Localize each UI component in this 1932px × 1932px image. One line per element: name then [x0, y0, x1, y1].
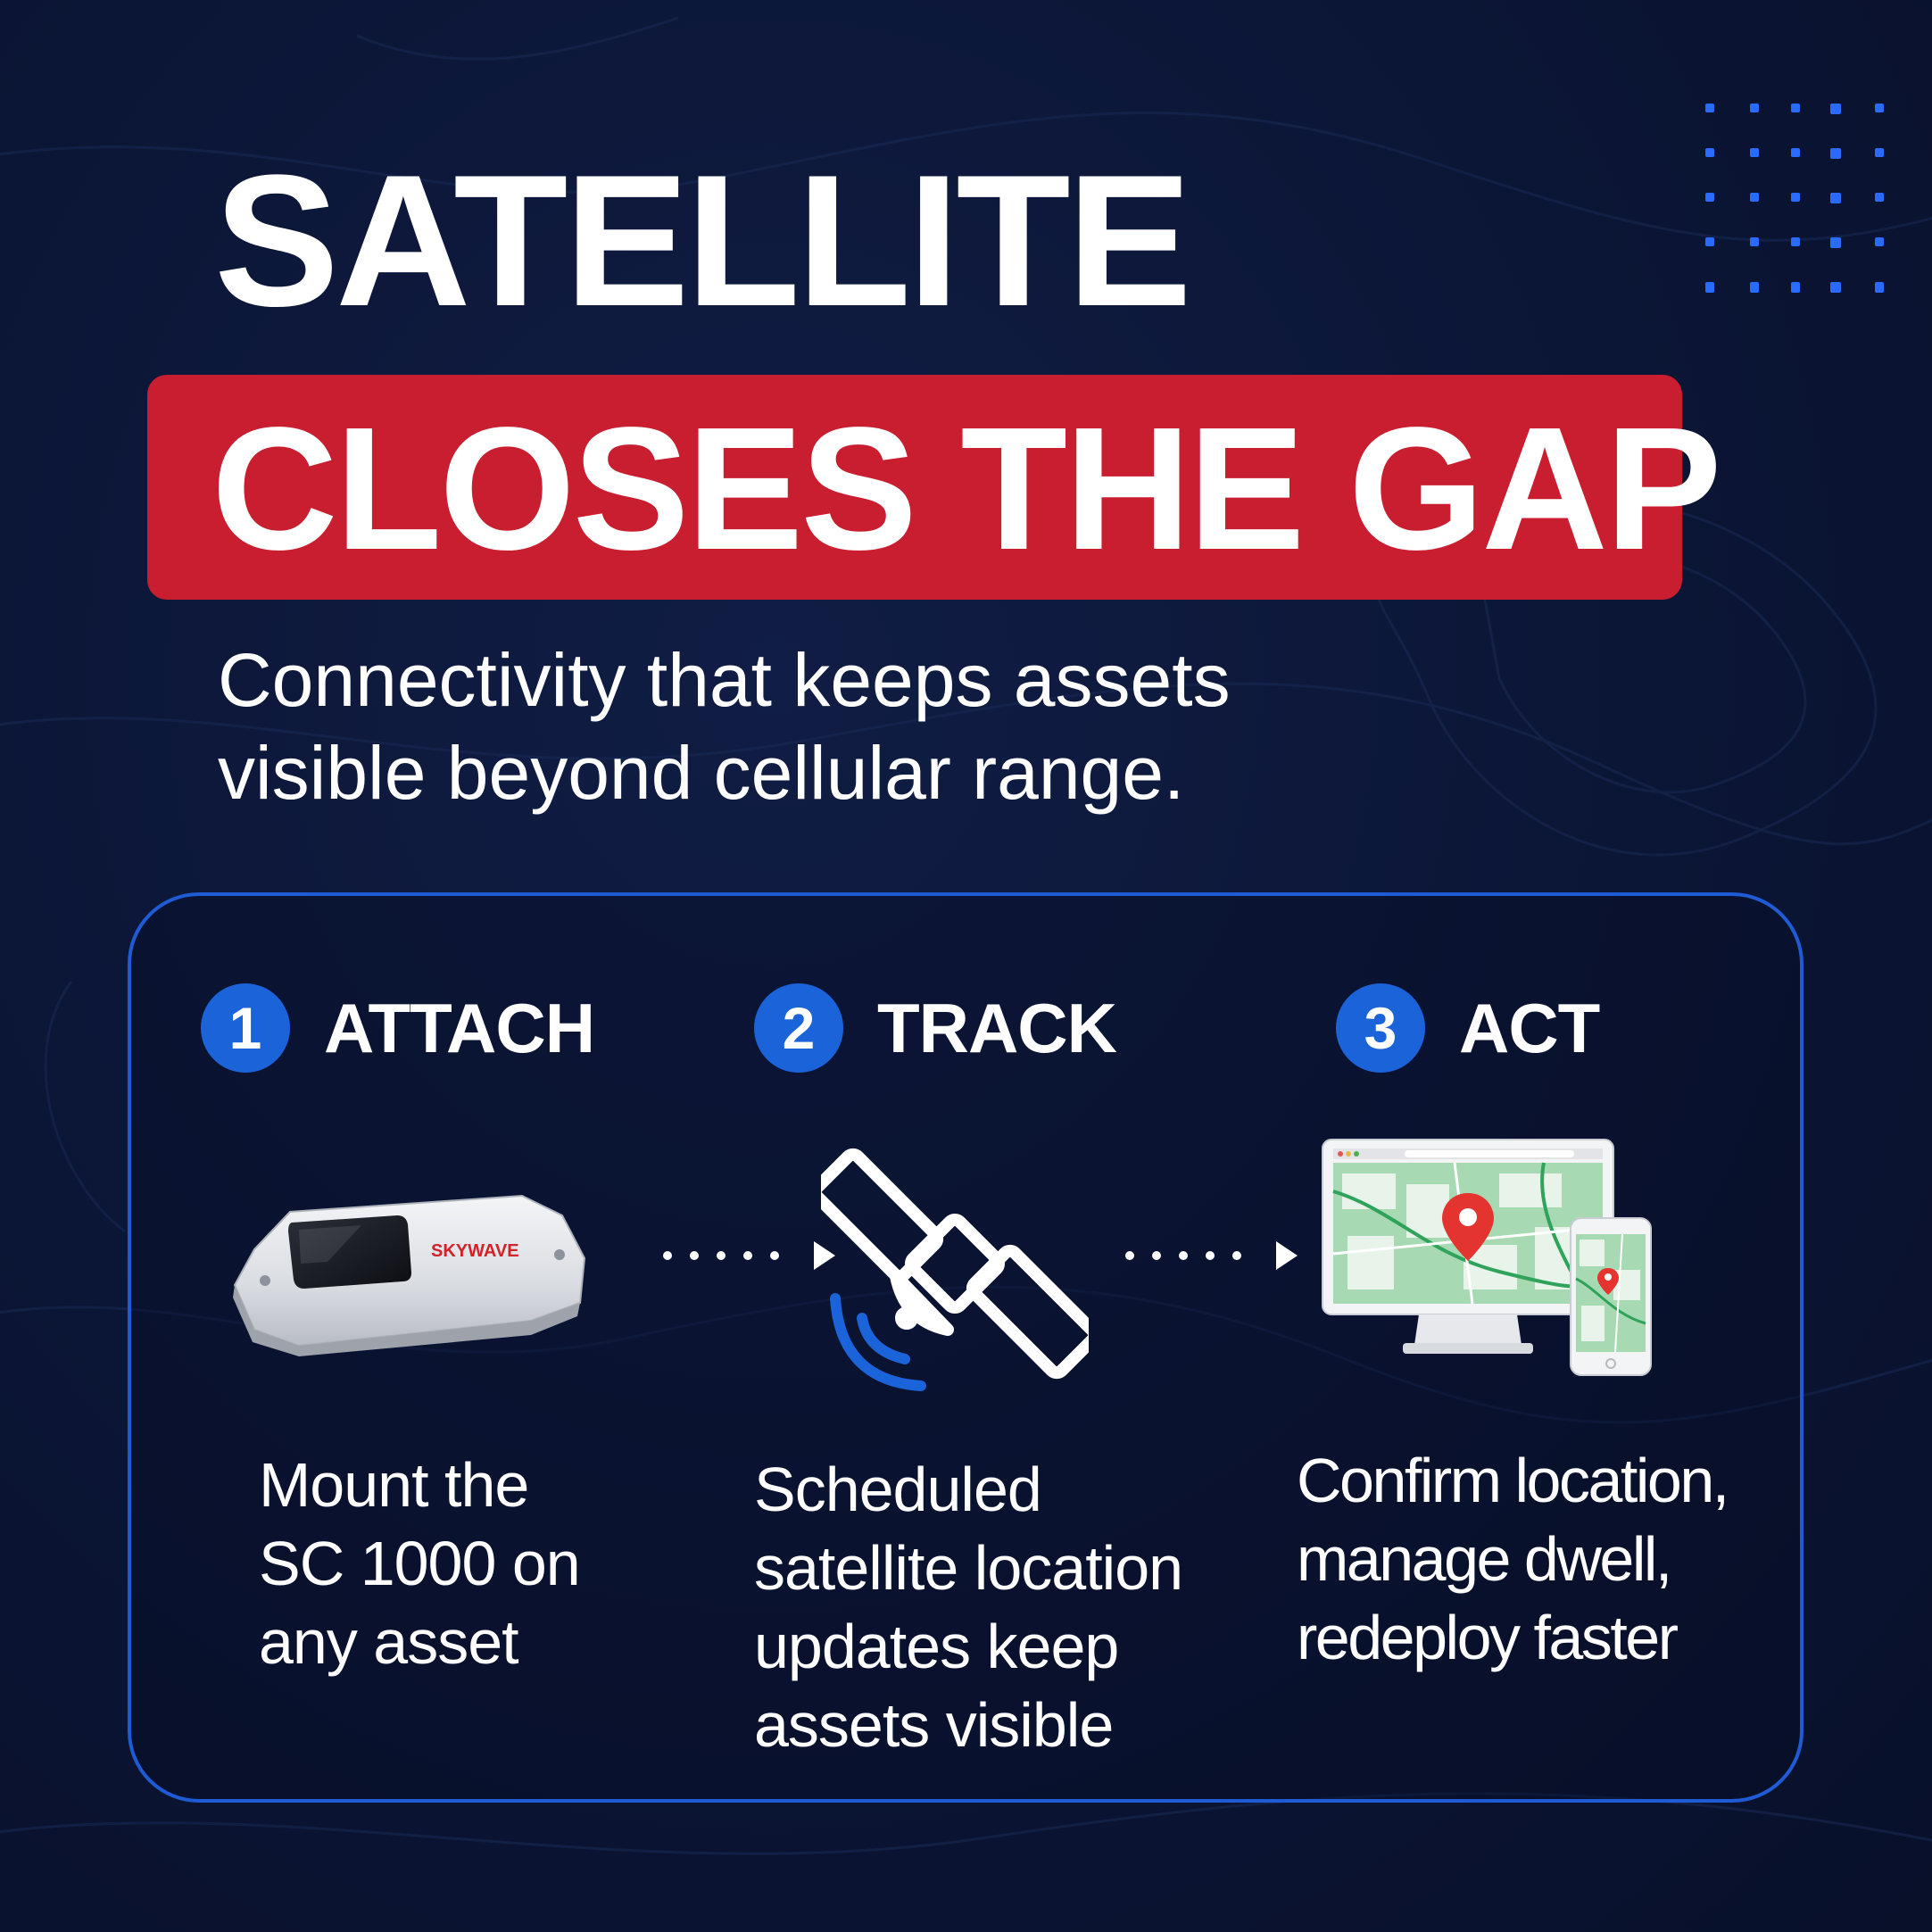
subtitle-line-1: Connectivity that keeps assets — [218, 638, 1231, 722]
step-3-desc-line: manage dwell, — [1297, 1524, 1672, 1594]
device-brand-label: SKYWAVE — [431, 1241, 519, 1261]
headline-line-1: SATELLITE — [214, 136, 1192, 345]
dotted-arrow-icon — [663, 1241, 835, 1270]
step-3-description: Confirm location, manage dwell, redeploy… — [1297, 1441, 1729, 1677]
step-3-number-badge: 3 — [1336, 983, 1425, 1073]
step-2-number-badge: 2 — [754, 983, 843, 1073]
subtitle-line-2: visible beyond cellular range. — [218, 731, 1185, 815]
step-1-number-badge: 1 — [201, 983, 290, 1073]
step-1-header: 1 ATTACH — [201, 983, 595, 1073]
satellite-icon — [821, 1148, 1089, 1391]
step-2-desc-line: Scheduled — [754, 1455, 1042, 1524]
step-3-desc-line: redeploy faster — [1297, 1603, 1679, 1672]
step-2-desc-line: satellite location — [754, 1533, 1183, 1603]
step-1-desc-line: SC 1000 on — [259, 1529, 581, 1598]
step-1-title: ATTACH — [324, 989, 595, 1067]
step-3-title: ACT — [1459, 989, 1600, 1067]
step-2-desc-line: assets visible — [754, 1690, 1114, 1760]
step-1-desc-line: Mount the — [259, 1450, 529, 1520]
headline-line-2: CLOSES THE GAP — [211, 391, 1722, 586]
monitor-map-icon — [1322, 1139, 1614, 1354]
step-1-description: Mount the SC 1000 on any asset — [259, 1446, 581, 1681]
dot-grid-decoration — [1705, 104, 1884, 293]
phone-map-icon — [1570, 1217, 1652, 1376]
step-3-header: 3 ACT — [1336, 983, 1600, 1073]
step-2-desc-line: updates keep — [754, 1612, 1119, 1681]
headline-highlight-box: CLOSES THE GAP — [147, 375, 1722, 600]
step-3-desc-line: Confirm location, — [1297, 1446, 1729, 1515]
step-2-title: TRACK — [877, 989, 1117, 1067]
device-image: SKYWAVE — [233, 1194, 586, 1356]
dotted-arrow-icon — [1125, 1241, 1298, 1270]
map-pin-icon — [1442, 1193, 1494, 1261]
step-2-header: 2 TRACK — [754, 983, 1117, 1073]
subtitle: Connectivity that keeps assets visible b… — [218, 634, 1231, 819]
step-2-description: Scheduled satellite location updates kee… — [754, 1450, 1183, 1764]
step-1-desc-line: any asset — [259, 1607, 519, 1677]
